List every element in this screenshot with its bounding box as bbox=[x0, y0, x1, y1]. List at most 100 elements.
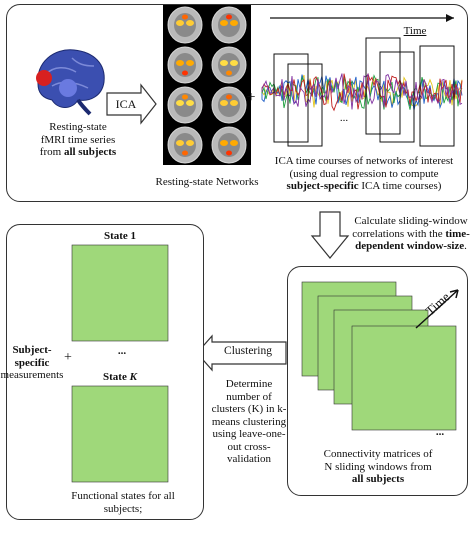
sliding-window-text: Calculate sliding-window correlations wi… bbox=[352, 215, 470, 253]
input-label-line1: Resting-state bbox=[49, 121, 107, 133]
brain-slice-inner bbox=[218, 93, 240, 117]
subject-line3: measurements bbox=[0, 369, 64, 381]
brain-slice-inner bbox=[218, 53, 240, 77]
activation-blob bbox=[182, 94, 188, 100]
matrix-border bbox=[71, 385, 169, 483]
matrix-background bbox=[72, 386, 168, 482]
ica-time-courses-plot bbox=[261, 14, 463, 147]
activation-blob bbox=[230, 140, 238, 146]
activation-blob bbox=[176, 100, 184, 106]
conn-caption-line1: Connectivity matrices of bbox=[323, 448, 433, 460]
brain-slice-inner bbox=[174, 133, 196, 157]
desc-line: number of bbox=[226, 390, 272, 403]
state1-matrix-grid bbox=[71, 244, 169, 342]
matrix-background bbox=[352, 326, 456, 430]
activation-blob bbox=[220, 140, 228, 146]
clustering-description: Determine number of clusters (K) in k- m… bbox=[208, 378, 290, 466]
time-course-series bbox=[261, 73, 463, 112]
ellipsis-top: ... bbox=[339, 112, 349, 124]
sliding-window bbox=[273, 53, 309, 143]
activation-blob bbox=[182, 150, 188, 156]
caption-line2: (using dual regression to compute bbox=[289, 167, 439, 180]
activation-blob bbox=[186, 100, 194, 106]
activation-blob bbox=[186, 60, 194, 66]
activation-blob bbox=[230, 60, 238, 66]
activation-blob bbox=[226, 150, 232, 156]
sliding-window bbox=[379, 51, 415, 143]
activation-blob bbox=[220, 100, 228, 106]
activation-blob bbox=[182, 70, 188, 76]
states-caption: Functional states for all subjects; bbox=[56, 490, 190, 515]
matrix-border bbox=[71, 244, 169, 342]
caption-line3: subject-specific ICA time courses) bbox=[286, 180, 442, 192]
sliding-window bbox=[365, 37, 401, 135]
matrix-background bbox=[72, 245, 168, 341]
activation-blob bbox=[176, 140, 184, 146]
stateK-matrix-grid bbox=[71, 385, 169, 483]
connectivity-caption: Connectivity matrices of N sliding windo… bbox=[296, 448, 460, 486]
plus-sign-bottom: + bbox=[64, 350, 72, 365]
sliding-window bbox=[419, 45, 455, 147]
stateK-label: State K bbox=[103, 371, 137, 383]
ellipsis-states: ... bbox=[117, 345, 127, 357]
sliding-line3: dependent window-size. bbox=[355, 240, 467, 252]
brain-slice-inner bbox=[218, 133, 240, 157]
desc-line: clusters (K) in k- bbox=[211, 403, 287, 415]
desc-line: using leave-one- bbox=[212, 428, 286, 440]
plus-sign-top: + bbox=[246, 89, 256, 106]
stateK-matrix bbox=[71, 385, 169, 483]
clustering-arrow bbox=[196, 334, 287, 372]
activation-blob bbox=[176, 20, 184, 26]
sliding-window bbox=[287, 63, 323, 147]
activation-blob bbox=[182, 14, 188, 20]
states-caption-line1: Functional states for all bbox=[71, 490, 175, 502]
activation-blob bbox=[186, 20, 194, 26]
ica-time-course-caption: ICA time courses of networks of interest… bbox=[262, 155, 466, 193]
brain-slice-inner bbox=[174, 93, 196, 117]
activation-blob bbox=[220, 20, 228, 26]
sliding-line1: Calculate sliding-window bbox=[354, 215, 468, 227]
down-arrow bbox=[310, 211, 350, 259]
state1-label: State 1 bbox=[103, 230, 137, 242]
time-course-series bbox=[261, 74, 463, 110]
conn-caption-line3: all subjects bbox=[351, 473, 405, 485]
activation-blob bbox=[220, 60, 228, 66]
ica-label: ICA bbox=[115, 97, 137, 111]
brain-slice-inner bbox=[174, 53, 196, 77]
activation-blob bbox=[226, 70, 232, 76]
sliding-line2: correlations with the time- bbox=[352, 227, 470, 240]
subject-line2: specific bbox=[14, 356, 50, 369]
input-label-line2: fMRI time series bbox=[40, 133, 116, 146]
activation-blob bbox=[226, 14, 232, 20]
desc-line: Determine bbox=[225, 378, 273, 390]
time-course-series bbox=[261, 72, 463, 110]
fmri-input-label: Resting-state fMRI time series from all … bbox=[24, 121, 132, 159]
ellipsis-conn: ... bbox=[435, 426, 445, 438]
conn-matrix-4 bbox=[351, 325, 457, 431]
conn-caption-line2: N sliding windows from bbox=[324, 460, 432, 473]
desc-line: out cross- bbox=[227, 440, 271, 453]
activation-blob bbox=[230, 100, 238, 106]
desc-line: means clustering bbox=[211, 415, 287, 428]
brain-slice-inner bbox=[218, 13, 240, 37]
time-diagonal-arrow bbox=[415, 289, 459, 329]
networks-label: Resting-state Networks bbox=[155, 176, 259, 188]
matrix-border bbox=[351, 325, 457, 431]
activation-blob bbox=[176, 60, 184, 66]
time-axis-head bbox=[446, 14, 454, 22]
connectivity-matrices-stack bbox=[301, 281, 457, 431]
input-label-line3: from all subjects bbox=[39, 146, 117, 158]
subject-line1: Subject- bbox=[12, 344, 52, 356]
activation-blob bbox=[186, 140, 194, 146]
states-caption-line2: subjects; bbox=[103, 502, 143, 515]
ica-arrow bbox=[106, 83, 157, 125]
activation-blob bbox=[226, 94, 232, 100]
resting-state-networks-image bbox=[163, 5, 251, 165]
state1-matrix bbox=[71, 244, 169, 342]
time-label-top: Time bbox=[403, 25, 427, 37]
caption-line1: ICA time courses of networks of interest bbox=[274, 155, 454, 167]
clustering-label: Clustering bbox=[224, 345, 272, 357]
brain-icon bbox=[32, 44, 108, 116]
desc-line: validation bbox=[227, 453, 271, 465]
activation-blob bbox=[230, 20, 238, 26]
